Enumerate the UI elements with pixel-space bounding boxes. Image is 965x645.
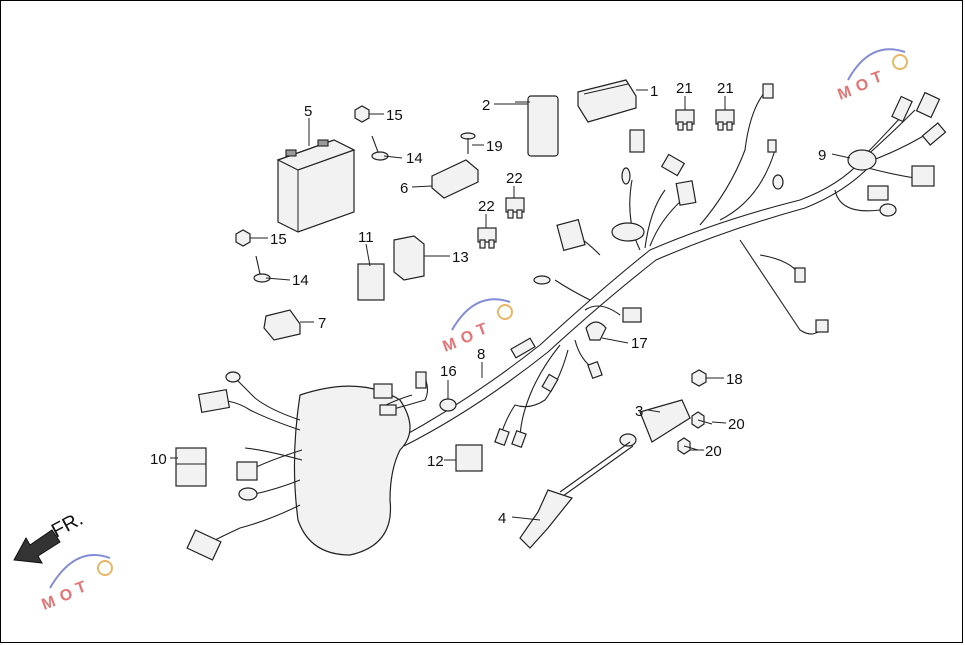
callout-22-lower: 22 [478,198,495,215]
battery-part-5 [276,139,356,233]
starter-relay-part-11 [357,263,385,301]
spark-plug-cap-part-4 [519,489,574,549]
fuse-part-22-lower [477,227,497,249]
rubber-cap-part-17 [585,321,607,341]
callout-18: 18 [726,371,743,388]
regulator-part-2 [515,95,559,157]
callout-5: 5 [304,103,312,120]
bolt-part-20-upper [691,411,713,429]
callout-19: 19 [486,138,503,155]
callout-12: 12 [427,453,444,470]
fuse-part-22-upper [505,197,525,219]
nut-part-15-upper [354,105,370,123]
callout-21-right: 21 [717,80,734,97]
fuse-part-21-left [675,109,695,131]
screw-part-19 [460,132,476,154]
svg-text:T: T [74,578,89,597]
watermark-logo-top-right: M O T [836,48,908,104]
callout-6: 6 [400,180,408,197]
callout-9: 9 [818,147,826,164]
connector-block-part-10 [175,447,207,487]
svg-text:M: M [40,593,58,614]
callout-15-lower: 15 [270,231,287,248]
callout-1: 1 [650,83,658,100]
main-wiring-harness [214,91,926,556]
harness-clip [510,337,536,359]
callout-22-upper: 22 [506,170,523,187]
fuse-box-part-1 [577,79,637,123]
ignition-coil-part-3 [559,399,691,497]
harness-connectors [186,83,947,561]
callout-8: 8 [477,346,485,363]
callout-14-lower: 14 [292,272,309,289]
svg-text:M: M [441,335,459,356]
watermark-logo-bottom-left: M O T [40,553,113,614]
front-direction-arrow: FR. [13,508,87,564]
callout-14-upper: 14 [406,150,423,167]
bolt-part-20-lower [677,437,699,455]
callout-2: 2 [482,97,490,114]
callout-16: 16 [440,363,457,380]
watermark-logo-center: M O T [441,298,513,356]
callout-15-upper: 15 [386,107,403,124]
nut-part-15-lower [235,229,251,247]
svg-text:O: O [854,76,872,96]
callout-21-left: 21 [676,80,693,97]
svg-text:T: T [475,320,490,339]
callout-4: 4 [498,510,506,527]
harness-band-16 [439,398,457,412]
callout-13: 13 [452,249,469,266]
callout-20-upper: 20 [728,416,745,433]
callout-7: 7 [318,315,326,332]
callout-20-lower: 20 [705,443,722,460]
callout-labels: 1 2 3 4 5 6 7 8 9 10 11 12 13 14 14 15 1… [150,80,826,527]
svg-text:T: T [870,68,885,87]
callout-3: 3 [635,403,643,420]
fuse-part-21-right [715,109,735,131]
harness-grommet [847,149,877,171]
leader-lines [170,89,851,521]
svg-text:O: O [459,328,477,348]
callout-11: 11 [358,229,374,246]
nut-part-18 [691,369,707,387]
relay-part-13 [393,235,425,281]
svg-text:O: O [58,586,76,606]
callout-10: 10 [150,451,167,468]
relay-part-12 [455,444,483,472]
svg-text:M: M [836,83,854,104]
cdi-unit-part-6 [431,159,479,199]
harness-sleeve [611,222,645,242]
flasher-relay-part-7 [263,309,301,341]
callout-17: 17 [631,335,648,352]
